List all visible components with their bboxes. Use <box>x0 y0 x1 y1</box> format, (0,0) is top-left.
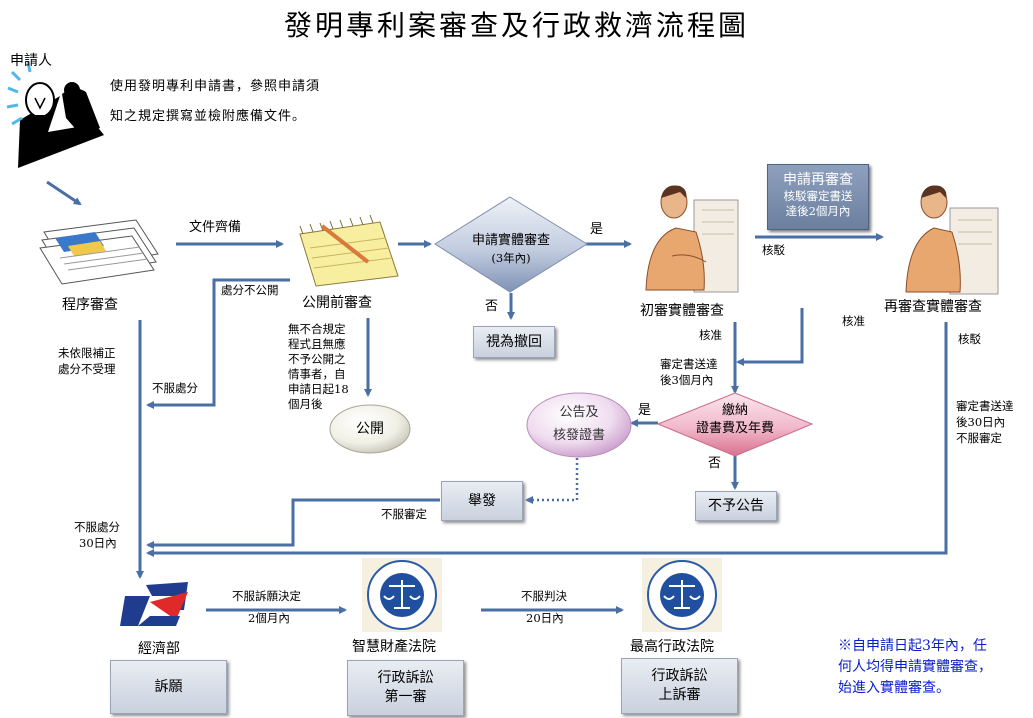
edge-no-withdrawn: 否 <box>485 299 499 314</box>
admin-litigation-first-line1: 行政訴訟 <box>377 670 434 686</box>
appeal-box: 訴願 <box>110 660 227 714</box>
edge-approved-2: 核准 <box>842 314 865 328</box>
edge-reexam-delivered-1: 審定書送達 <box>956 399 1014 413</box>
ministry-label: 經濟部 <box>138 641 180 657</box>
first-exam-label: 初審實體審查 <box>640 303 724 319</box>
admin-litigation-appeal-box: 行政訴訟 上訴審 <box>621 658 738 714</box>
ministry-logo-icon <box>120 582 188 626</box>
edge-disagree-30days-1: 不服處分 <box>74 520 120 534</box>
publish-label: 公開 <box>356 421 384 437</box>
supreme-court-seal-icon <box>642 558 722 632</box>
documents-icon <box>39 219 159 285</box>
instruction-line-1: 使用發明專利申請書，參照申請須 <box>110 79 321 94</box>
deemed-withdrawn-box: 視為撤回 <box>473 326 555 358</box>
re-examiner-icon <box>905 185 999 295</box>
publish-ellipse <box>329 404 411 454</box>
edge-decision-delivered-1: 審定書送達 <box>660 357 718 371</box>
invalidation-box: 舉發 <box>441 481 523 521</box>
re-exam-request-box: 申請再審查 核駁審定書送 達後2個月內 <box>767 164 869 230</box>
publication-condition-line: 情事者，自 <box>288 367 346 381</box>
edge-disposition-not-published: 處分不公開 <box>221 283 279 297</box>
admin-litigation-first-box: 行政訴訟 第一審 <box>347 660 464 716</box>
pay-fees-label-2: 證書費及年費 <box>695 421 774 436</box>
page-title: 發明專利案審查及行政救濟流程圖 <box>283 9 749 42</box>
announce-label-2: 核發證書 <box>552 428 605 443</box>
footnote-line: 何人均得申請實體審查， <box>838 659 992 675</box>
applicant-label: 申請人 <box>10 53 52 69</box>
publication-condition-line: 個月後 <box>288 397 323 411</box>
notepad-pencil-icon <box>299 214 399 287</box>
edge-disagree-decision: 不服審定 <box>381 507 427 521</box>
edge-judgment-1: 不服判決 <box>521 589 567 603</box>
instruction-line-2: 知之規定撰寫並檢附應備文件。 <box>110 109 307 124</box>
request-exam-diamond <box>434 196 588 293</box>
ip-court-seal-icon <box>362 558 442 632</box>
request-exam-period: (3年內) <box>491 251 531 265</box>
edge-disagree-disposition: 不服處分 <box>152 381 198 395</box>
publication-condition-line: 不予公開之 <box>288 352 346 366</box>
publication-condition-line: 申請日起18 <box>288 382 349 396</box>
pre-publication-review-label: 公開前審查 <box>302 295 372 311</box>
request-exam-label: 申請實體審查 <box>471 233 550 248</box>
publication-conditions: 無不合規定 程式且無應 不予公開之 情事者，自 申請日起18 個月後 <box>288 322 349 412</box>
footnote-line: ※自申請日起3年內，任 <box>838 638 987 654</box>
announce-ellipse <box>526 392 632 458</box>
pay-fees-label-1: 繳納 <box>721 403 748 418</box>
edge-docs-complete: 文件齊備 <box>189 220 242 235</box>
no-announcement-box: 不予公告 <box>695 491 777 521</box>
re-exam-request-title: 申請再審查 <box>783 172 853 188</box>
edge-appeal-decision-1: 不服訴願決定 <box>232 589 301 603</box>
pay-fees-diamond <box>656 392 814 457</box>
edge-decision-delivered-2: 後3個月內 <box>660 373 714 387</box>
publication-condition-line: 程式且無應 <box>288 337 346 351</box>
arrows <box>46 180 948 614</box>
supreme-court-label: 最高行政法院 <box>630 639 714 655</box>
formal-review-label: 程序審查 <box>62 297 118 313</box>
edge-disagree-30days-2: 30日內 <box>79 536 117 550</box>
admin-litigation-appeal-line2: 上訴審 <box>658 687 701 703</box>
footnote: ※自申請日起3年內，任 何人均得申請實體審查， 始進入實體審查。 <box>838 636 992 699</box>
publication-condition-line: 無不合規定 <box>288 322 346 336</box>
edge-not-corrected-2: 處分不受理 <box>58 362 116 376</box>
edge-no-no-announce: 否 <box>708 456 722 471</box>
edge-not-corrected-1: 未依限補正 <box>58 346 116 360</box>
examiner-icon <box>645 185 739 293</box>
edge-reexam-delivered-3: 不服審定 <box>956 431 1002 445</box>
re-exam-request-line2: 核駁審定書送 <box>783 189 853 203</box>
re-exam-label: 再審查實體審查 <box>884 299 982 315</box>
announce-label-1: 公告及 <box>559 405 599 420</box>
edge-yes-announce: 是 <box>638 403 652 418</box>
edge-judgment-2: 20日內 <box>526 611 564 625</box>
admin-litigation-first-line2: 第一審 <box>384 689 427 705</box>
edge-rejected-2: 核駁 <box>958 332 981 346</box>
admin-litigation-appeal-line1: 行政訴訟 <box>651 668 708 684</box>
edge-yes-first-exam: 是 <box>590 222 604 237</box>
footnote-line: 始進入實體審查。 <box>838 680 950 696</box>
re-exam-request-line3: 達後2個月內 <box>785 204 851 218</box>
edge-appeal-decision-2: 2個月內 <box>248 611 290 625</box>
applicant-lightbulb-icon <box>6 61 104 168</box>
edge-approved-1: 核准 <box>699 328 722 342</box>
edge-reexam-delivered-2: 後30日內 <box>956 415 1006 429</box>
ip-court-label: 智慧財產法院 <box>352 639 436 655</box>
edge-rejected-1: 核駁 <box>762 243 785 257</box>
